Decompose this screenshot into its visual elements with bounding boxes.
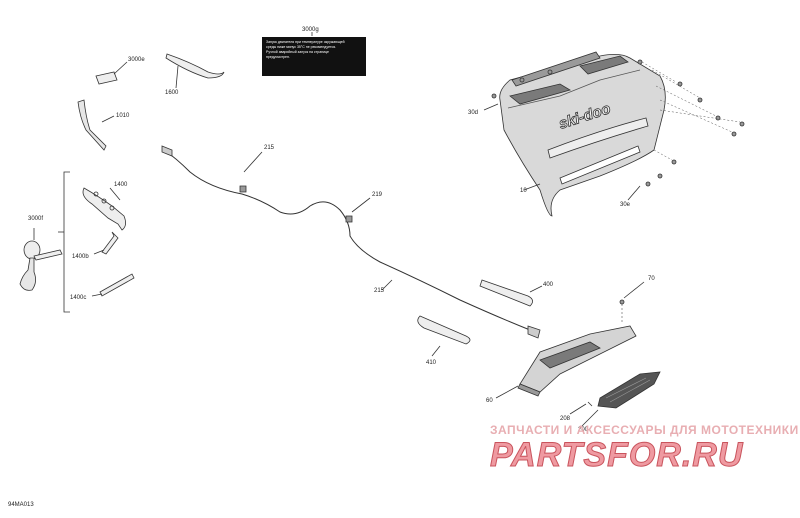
callout-1400b: 1400b — [72, 254, 89, 260]
part-60-bracket — [519, 325, 637, 393]
figure-id: 94MA013 — [8, 502, 34, 508]
leader-60 — [495, 385, 519, 399]
leader-1400 — [109, 187, 121, 201]
part-70-screw — [619, 299, 625, 305]
part-3000e-sticker — [95, 71, 118, 85]
callout-10: 10 — [520, 188, 527, 194]
box-bottom-slot — [559, 145, 641, 185]
watermark-logo: PARTSFOR.RU — [490, 436, 744, 475]
leader-215-top — [243, 151, 263, 173]
leader-219 — [351, 197, 371, 213]
part-200-grille — [597, 371, 661, 409]
callout-1010: 1010 — [116, 113, 130, 119]
part-1600-strap — [165, 53, 225, 79]
warning-line: среды ниже минус 35°С не рекомендуется. — [266, 45, 337, 49]
part-215-cable — [163, 149, 531, 331]
callout-1400: 1400 — [114, 182, 128, 188]
callout-3000f: 3000f — [28, 216, 44, 222]
callout-208: 208 — [560, 416, 571, 422]
leader-1010 — [101, 115, 115, 123]
callout-215-mid: 215 — [374, 288, 385, 294]
leader-1600 — [175, 65, 179, 89]
leader-215-mid — [381, 279, 393, 291]
leader-3000e — [113, 61, 128, 75]
callout-60: 60 — [486, 398, 493, 404]
callout-30d: 30d — [468, 110, 479, 116]
callout-410: 410 — [426, 360, 437, 366]
callout-30e: 30e — [620, 202, 631, 208]
callout-1600: 1600 — [165, 90, 179, 96]
leader-30e — [627, 185, 641, 201]
callout-200: 200 — [578, 427, 589, 433]
callout-215-top: 215 — [264, 145, 275, 151]
part-1010-bracket — [77, 99, 107, 151]
leader-30d — [483, 103, 499, 111]
callout-3000e: 3000e — [128, 57, 145, 63]
callout-3000g: 3000g — [302, 27, 319, 33]
part-410-trim — [417, 315, 471, 345]
warning-label-3000g: Запуск двигателя при температуре окружаю… — [262, 37, 366, 76]
leader-208 — [569, 403, 587, 415]
box-lid-latch — [509, 83, 572, 105]
watermark-subtitle: ЗАПЧАСТИ И АКСЕССУАРЫ ДЛЯ МОТОТЕХНИКИ — [490, 423, 799, 437]
leader-400 — [529, 285, 543, 293]
part-1400c-strip — [99, 273, 135, 297]
part-1400b-hexkey — [101, 231, 119, 255]
callout-1400c: 1400c — [70, 295, 87, 301]
warning-line: Запуск двигателя при температуре окружаю… — [266, 40, 345, 44]
callout-400: 400 — [543, 282, 554, 288]
callout-219: 219 — [372, 192, 383, 198]
warning-line: предусмотрен. — [266, 55, 290, 59]
part-1400-wrench — [82, 187, 126, 231]
callout-70: 70 — [648, 276, 655, 282]
part-400-trim — [479, 279, 533, 307]
toolkit-group-bracket — [63, 171, 70, 313]
leader-200 — [581, 409, 599, 427]
leader-10 — [523, 183, 541, 191]
leader-410 — [431, 345, 441, 357]
part-208-rivet — [587, 401, 593, 407]
warning-line: Ручной аварийный запуск на странице — [266, 50, 329, 54]
